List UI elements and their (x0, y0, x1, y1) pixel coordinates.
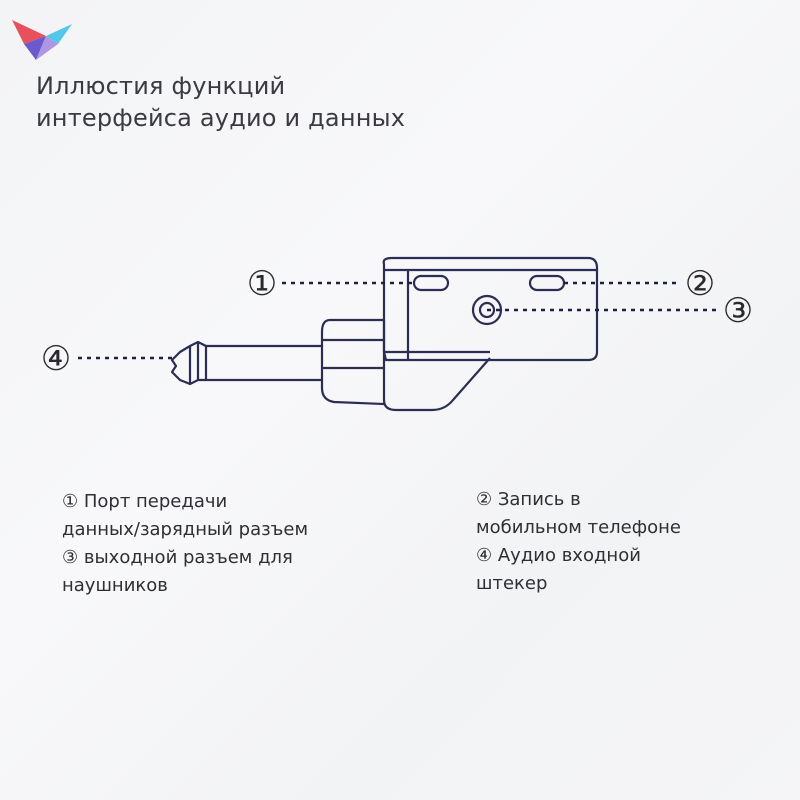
caption-left: ① Порт передачи данных/зарядный разъем ③… (62, 488, 422, 600)
logo-cyan-shape (46, 24, 72, 44)
logo-purple-shape (24, 36, 46, 60)
device-collar (320, 318, 385, 406)
plug-tip (170, 340, 207, 386)
logo-violet-shape (36, 36, 58, 60)
title-line-1: Иллюстия функций (36, 72, 286, 100)
caption-left-line-3: ③ выходной разъем для (62, 547, 293, 568)
caption-right-line-1: ② Запись в (476, 489, 581, 510)
caption-left-line-2: данных/зарядный разъем (62, 519, 309, 540)
caption-right-line-4: штекер (476, 573, 548, 594)
callout-4: ④ (41, 339, 71, 379)
page-title: Иллюстия функций интерфейса аудио и данн… (36, 70, 556, 134)
callout-1: ① (247, 264, 277, 304)
callout-3: ③ (723, 291, 753, 331)
data-port (412, 274, 450, 292)
caption-left-line-1: ① Порт передачи (62, 491, 228, 512)
audio-plug (204, 344, 322, 382)
callout-2: ② (685, 264, 715, 304)
brand-logo-icon (12, 20, 72, 60)
headphone-jack (471, 294, 503, 326)
caption-right: ② Запись в мобильном телефоне ④ Аудио вх… (476, 486, 776, 598)
recording-port (528, 274, 566, 292)
title-line-2: интерфейса аудио и данных (36, 104, 406, 132)
logo-red-shape (12, 20, 46, 44)
caption-right-line-2: мобильном телефоне (476, 517, 681, 538)
headphone-jack-inner (478, 301, 496, 319)
device-top-box (382, 256, 599, 362)
caption-right-line-3: ④ Аудио входной (476, 545, 641, 566)
device-base (330, 318, 491, 412)
caption-left-line-4: наушников (62, 575, 168, 596)
device-diagram: ① ② ③ ④ (41, 256, 753, 412)
